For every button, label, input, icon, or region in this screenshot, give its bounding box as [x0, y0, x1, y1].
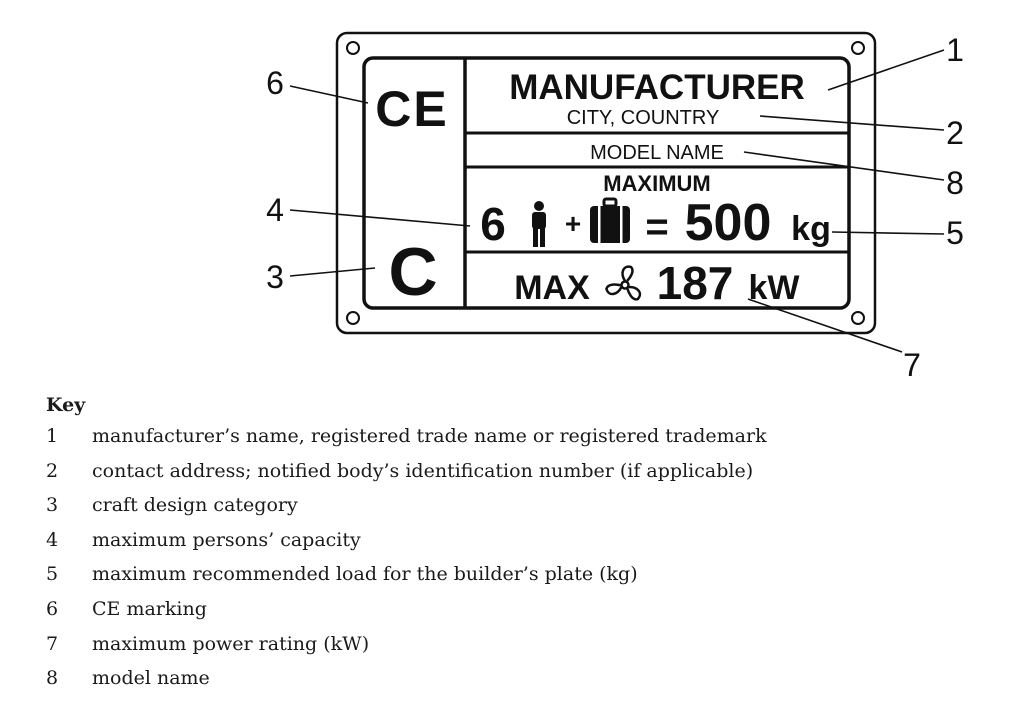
power-value: 187	[657, 257, 734, 309]
leader-line-8	[743, 151, 945, 181]
key-item: 3 craft design category	[46, 494, 767, 529]
mounting-hole-icon	[851, 311, 865, 325]
key-item: 8 model name	[46, 667, 767, 702]
key-item-text: model name	[92, 667, 210, 690]
leader-line-1	[827, 49, 945, 91]
key-item-text: CE marking	[92, 597, 207, 620]
key-item-number: 7	[46, 632, 59, 655]
luggage-icon	[590, 197, 630, 243]
key-item-number: 1	[46, 425, 59, 447]
callout-6: 6	[266, 65, 284, 101]
callout-5: 5	[946, 215, 964, 251]
max-label: MAX	[514, 269, 590, 307]
key-item: 6 CE marking	[46, 598, 767, 633]
plate-inner-frame	[362, 56, 851, 310]
persons-capacity: 6	[480, 198, 506, 250]
design-category: C	[388, 234, 437, 310]
callout-1: 1	[946, 32, 964, 68]
leader-line-4	[289, 209, 471, 227]
key-item-text: maximum recommended load for the builder…	[92, 563, 638, 586]
key-item-number: 5	[46, 563, 59, 586]
key-item: 1 manufacturer’s name, registered trade n…	[46, 425, 767, 460]
key-item-text: maximum power rating (kW)	[92, 632, 370, 655]
propeller-icon	[605, 265, 642, 301]
leader-line-3	[289, 267, 376, 277]
leader-line-6	[289, 85, 369, 104]
key-title: Key	[46, 394, 86, 416]
power-unit: kW	[749, 269, 801, 307]
key-legend: Key 1 manufacturer’s name, registered tra…	[46, 394, 767, 702]
key-item-number: 2	[46, 459, 59, 482]
mounting-hole-icon	[346, 41, 360, 55]
key-item-number: 8	[46, 667, 59, 690]
ce-mark: CE	[375, 81, 448, 137]
equals-sign: =	[645, 205, 668, 249]
callout-3: 3	[266, 259, 284, 295]
leader-line-5	[831, 231, 945, 235]
key-item-number: 4	[46, 528, 59, 551]
key-item: 7 maximum power rating (kW)	[46, 633, 767, 668]
mounting-hole-icon	[346, 311, 360, 325]
manufacturer-name: MANUFACTURER	[509, 68, 805, 107]
model-name: MODEL NAME	[590, 142, 724, 164]
plate-outer-border	[335, 31, 877, 335]
maximum-label: MAXIMUM	[603, 171, 711, 196]
callout-8: 8	[946, 165, 964, 201]
load-unit: kg	[791, 210, 831, 248]
callout-7: 7	[903, 347, 921, 383]
load-value: 500	[685, 194, 772, 252]
key-item: 4 maximum persons’ capacity	[46, 529, 767, 564]
builders-plate-diagram: CE C MANUFACTURER CITY, COUNTRY MODEL NA…	[266, 31, 964, 383]
callout-2: 2	[946, 115, 964, 151]
person-icon	[532, 201, 546, 247]
key-item-text: contact address; notified body’s identif…	[92, 459, 754, 482]
key-item-text: craft design category	[92, 494, 298, 517]
city-country: CITY, COUNTRY	[567, 107, 720, 129]
leader-lines	[289, 49, 945, 353]
mounting-hole-icon	[851, 41, 865, 55]
key-item-number: 6	[46, 597, 59, 620]
key-item-text: manufacturer’s name, registered trade na…	[92, 425, 767, 447]
key-item: 5 maximum recommended load for the builde…	[46, 563, 767, 598]
leader-line-2	[759, 115, 945, 131]
callout-4: 4	[266, 192, 284, 228]
key-item-text: maximum persons’ capacity	[92, 528, 361, 551]
leader-line-7	[747, 298, 903, 353]
key-item-number: 3	[46, 494, 59, 517]
plus-sign: +	[565, 208, 581, 239]
key-item: 2 contact address; notified body’s identi…	[46, 460, 767, 495]
